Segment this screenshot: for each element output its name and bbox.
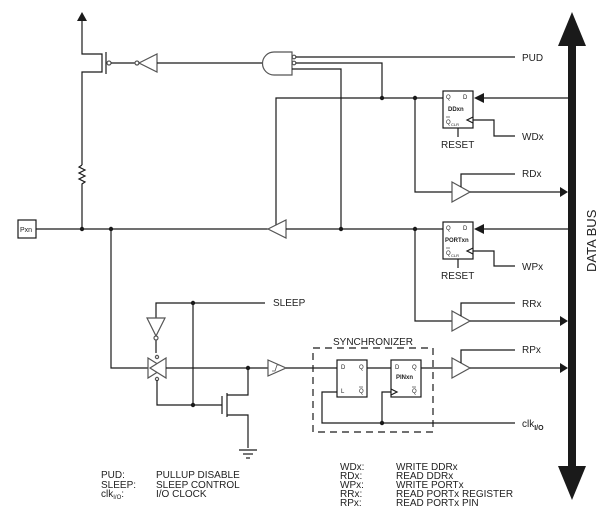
- svg-text:Q: Q: [446, 95, 451, 101]
- svg-text:CLR: CLR: [451, 253, 459, 258]
- svg-text:WPx:: WPx:: [340, 480, 364, 491]
- svg-text:Q: Q: [359, 365, 364, 371]
- svg-text:Q: Q: [446, 251, 451, 257]
- pud-label: PUD: [522, 53, 543, 64]
- svg-text:WRITE DDRx: WRITE DDRx: [396, 462, 458, 473]
- nmos-transistor: [221, 368, 257, 459]
- and-gate: [261, 51, 515, 229]
- pullup-resistor-icon: [77, 164, 87, 229]
- svg-text:Q: Q: [412, 389, 417, 395]
- ddxn-q-wire: [275, 97, 443, 229]
- data-bus-line: [568, 44, 576, 468]
- legend-left: PUD: PULLUP DISABLE SLEEP: SLEEP CONTROL…: [101, 470, 240, 501]
- data-bus-arrow-up-icon: [558, 12, 586, 46]
- svg-text:PULLUP DISABLE: PULLUP DISABLE: [156, 470, 240, 481]
- svg-text:D: D: [463, 95, 468, 101]
- transmission-gate: [147, 354, 167, 382]
- svg-text:L: L: [341, 389, 345, 395]
- schmitt-trigger-buffer: [267, 359, 288, 377]
- svg-text:PORTxn: PORTxn: [445, 238, 469, 244]
- pin-label: Pxn: [20, 227, 32, 234]
- pin: Pxn: [17, 219, 37, 239]
- synchronizer-label: SYNCHRONIZER: [333, 337, 413, 348]
- rrx-label: RRx: [522, 299, 541, 310]
- svg-text:D: D: [463, 226, 468, 232]
- output-driver-buffer: [266, 219, 287, 239]
- svg-text:Q: Q: [359, 389, 364, 395]
- svg-text:D: D: [395, 365, 400, 371]
- svg-text:clkI/O:: clkI/O:: [101, 489, 124, 501]
- synchronizer-box: [312, 347, 434, 433]
- svg-text:SLEEP CONTROL: SLEEP CONTROL: [156, 480, 240, 491]
- ddxn-register: Q D DDxn Q CLR RESET: [441, 90, 474, 151]
- svg-text:RDx:: RDx:: [340, 471, 362, 482]
- ddxn-reset-label: RESET: [441, 140, 474, 151]
- portxn-register: Q D PORTxn Q CLR RESET: [441, 221, 474, 282]
- svg-text:READ DDRx: READ DDRx: [396, 471, 453, 482]
- svg-text:PINxn: PINxn: [396, 375, 413, 381]
- clk-label: clkI/O: [522, 419, 544, 432]
- data-bus-label: DATA BUS: [584, 209, 599, 272]
- inverter-pud: [134, 53, 262, 73]
- hysteresis-icon: [272, 364, 280, 372]
- legend-right: WDx: WRITE DDRx RDx: READ DDRx WPx: WRIT…: [340, 462, 513, 509]
- svg-text:Q: Q: [446, 226, 451, 232]
- svg-text:DDxn: DDxn: [448, 107, 464, 113]
- sleep-label: SLEEP: [273, 298, 306, 309]
- data-bus: DATA BUS: [558, 12, 599, 500]
- svg-text:READ PORTx PIN: READ PORTx PIN: [396, 498, 479, 509]
- svg-text:WDx:: WDx:: [340, 462, 364, 473]
- svg-text:WRITE PORTx: WRITE PORTx: [396, 480, 464, 491]
- vcc-arrow-icon: [77, 12, 87, 21]
- latch: D Q L Q: [336, 359, 368, 398]
- svg-text:RRx:: RRx:: [340, 489, 362, 500]
- svg-text:RPx:: RPx:: [340, 498, 362, 509]
- rdx-label: RDx: [522, 169, 541, 180]
- svg-text:D: D: [341, 365, 346, 371]
- portxn-reset-label: RESET: [441, 271, 474, 282]
- rpx-label: RPx: [522, 345, 541, 356]
- pullup-transistor: [77, 12, 135, 165]
- svg-text:CLR: CLR: [451, 122, 459, 127]
- svg-text:I/O CLOCK: I/O CLOCK: [156, 489, 207, 500]
- wpx-label: WPx: [522, 262, 543, 273]
- pinxn-register: D Q PINxn Q: [390, 359, 422, 398]
- svg-text:Q: Q: [412, 365, 417, 371]
- sleep-inverter: [146, 317, 166, 338]
- svg-text:READ PORTx REGISTER: READ PORTx REGISTER: [396, 489, 513, 500]
- wdx-label: WDx: [522, 132, 544, 143]
- svg-text:Q: Q: [446, 120, 451, 126]
- arrow-left-icon: [474, 93, 484, 103]
- svg-text:SLEEP:: SLEEP:: [101, 480, 136, 491]
- svg-text:PUD:: PUD:: [101, 470, 125, 481]
- data-bus-arrow-down-icon: [558, 466, 586, 500]
